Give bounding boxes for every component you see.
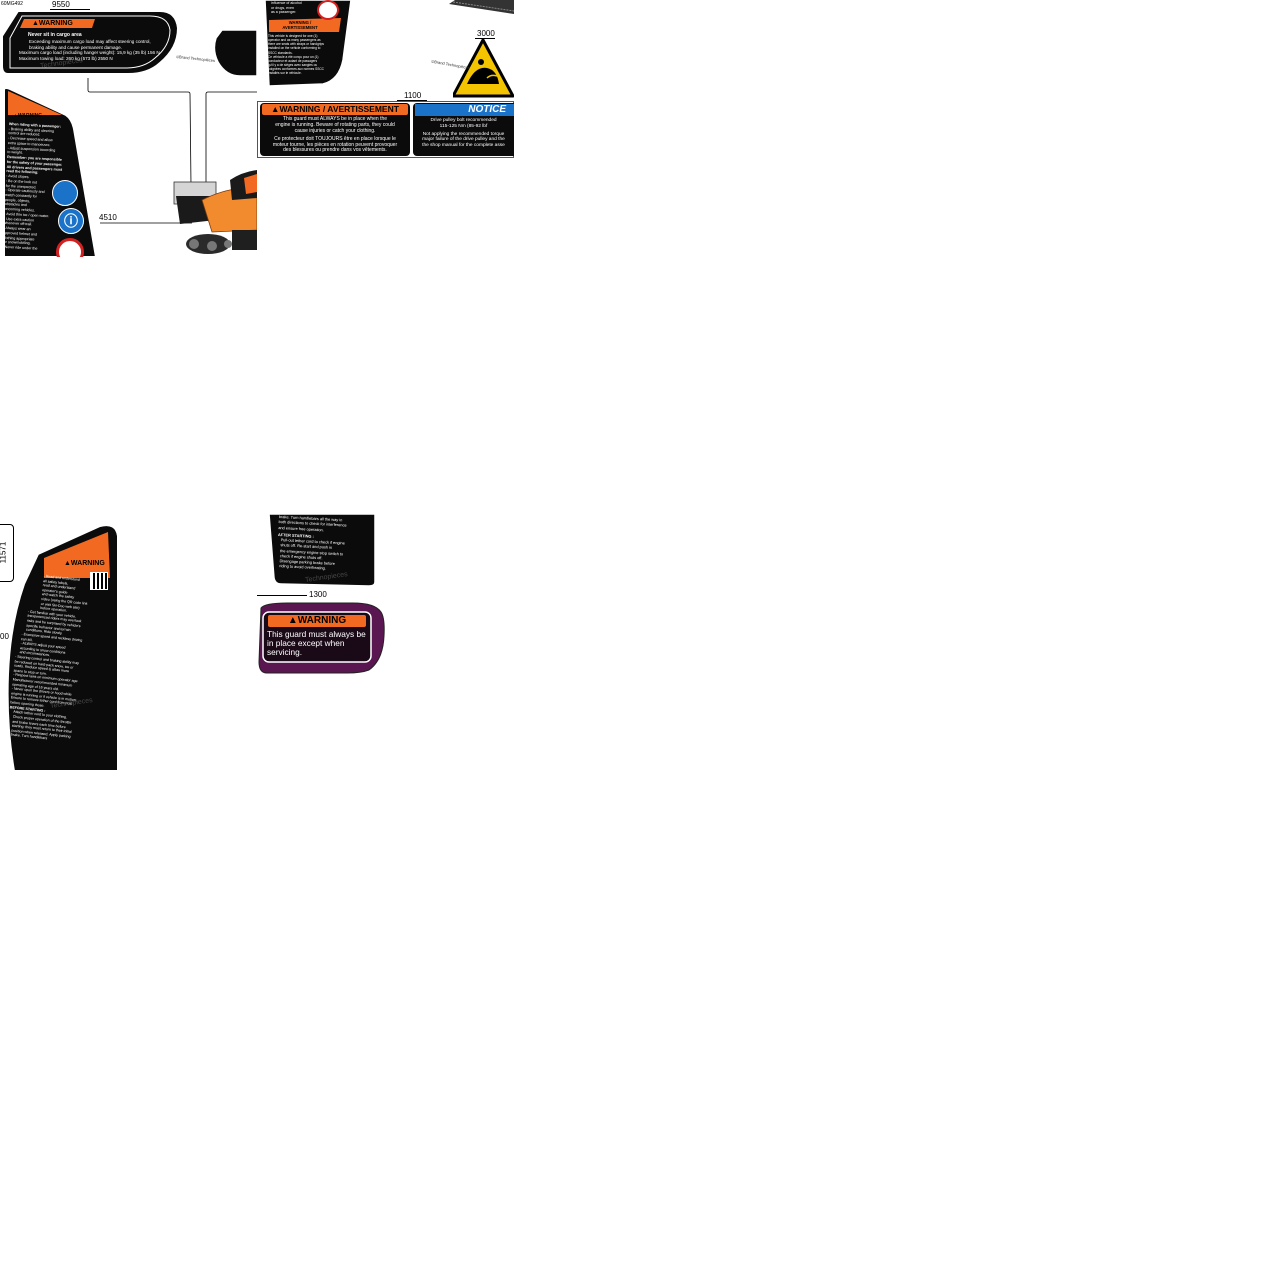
decal-passenger-body-line: SSCC standards. (268, 50, 293, 55)
decal-1100-text: This guard must ALWAYS be in place when … (260, 115, 410, 154)
figure-code: 60MG492 (1, 1, 23, 7)
decal-passenger-line: or drugs, even (271, 5, 294, 10)
decal-passenger-header: WARNING / AVERTISSEMENT (282, 20, 318, 30)
decal-9550-text: Exceeding maximum cargo load may affect … (19, 39, 169, 62)
decal-notice-line: Drive pulley bolt recommended (430, 118, 497, 123)
rotating-parts-hazard-icon (453, 38, 514, 98)
decal-passenger-body-line: there are seats with straps or handgrips (268, 42, 324, 47)
callout-3000: 3000 (477, 29, 495, 38)
decal-1100-line: Ce protecteur doit TOUJOURS être en plac… (274, 135, 396, 142)
decal-passenger-body: This vehicle is designed for one (1) ope… (268, 34, 340, 76)
callout-1300: 1300 (309, 590, 327, 599)
decal-partial-right (213, 29, 257, 77)
leader-lines (87, 78, 257, 224)
no-riding-icon (56, 238, 84, 257)
decal-1100-line: des blessures ou prendre dans vos vêteme… (283, 147, 387, 154)
leader-9550 (50, 9, 90, 10)
bystander-warning-icon (52, 180, 78, 206)
snowmobile-illustration (173, 170, 257, 254)
decal-1100-line: cause injuries or catch your clothing. (294, 127, 376, 134)
decal-9550-line: Maximum towing load: 260 kg (573 lb) 255… (19, 56, 113, 62)
decal-front-text: - Read and understand all safety labels,… (7, 572, 108, 746)
decal-passenger-body-line: This vehicle is designed for one (1) (268, 34, 318, 38)
leader-1100 (397, 100, 427, 101)
track-fragment (449, 0, 514, 14)
decal-9550-line: braking ability and cause permanent dama… (29, 44, 122, 50)
decal-notice-line: the shop manual for the complete asse (422, 143, 505, 148)
decal-passenger-shape (264, 0, 352, 87)
decal-1300-body: This guard must always be in place excep… (267, 629, 366, 658)
decal-1100: ▲WARNING / AVERTISSEMENT This guard must… (260, 103, 410, 156)
decal-9550-line: Exceeding maximum cargo load may affect … (29, 39, 151, 44)
decal-9550-shape (0, 10, 180, 75)
decal-front-header: ▲WARNING (64, 560, 105, 567)
callout-4510: 4510 (99, 213, 117, 222)
read-manual-icon: ⓘ (58, 208, 84, 234)
qr-code (90, 572, 108, 590)
decal-1100-line: moteur tourne, les pièces en rotation pe… (272, 141, 398, 148)
decal-9550-header: ▲WARNING (32, 20, 73, 27)
decal-4510-header: ▲WARNING (13, 113, 43, 119)
decal-9550-line: Maximum cargo load (including hanger wei… (19, 50, 160, 56)
leader-1300 (257, 595, 307, 596)
decal-passenger-line: as a passenger. (271, 10, 297, 15)
decal-after-shape (269, 514, 376, 587)
decal-passenger-body-line: operator and as many passengers as (268, 38, 321, 43)
callout-partial: 00 (0, 632, 9, 641)
decal-passenger-body-line: Ce véhicule a été conçu pour un (1) (268, 54, 319, 59)
decal-1300-header: ▲WARNING (268, 615, 366, 627)
no-passenger-icon (317, 0, 339, 20)
decal-1100-line: This guard must ALWAYS be in place when … (282, 116, 388, 122)
decal-notice-header: NOTICE (415, 104, 514, 116)
decal-passenger-body-line: poignées conformes aux normes SSCC (268, 67, 324, 72)
decal-notice-line: 115-125 Nm (85-92 lbf (439, 123, 488, 129)
decal-1100-header: ▲WARNING / AVERTISSEMENT (262, 104, 408, 115)
partial-frame-11571 (0, 524, 14, 582)
decal-notice-line: Not applying the recommended torque (422, 131, 505, 137)
decal-notice: NOTICE Drive pulley bolt recommended 115… (413, 103, 514, 156)
decal-notice-line: major failure of the drive pulley and th… (422, 137, 505, 143)
callout-1100: 1100 (404, 91, 422, 100)
decal-passenger-top-text: influence of alcohol or drugs, even as a… (271, 1, 302, 15)
decal-passenger-line: influence of alcohol (271, 1, 302, 5)
tile-top-left: 60MG492 9550 ▲WARNING Never sit in cargo… (0, 0, 257, 257)
decal-passenger-body-line: qu'il y a de sièges avec sangles ou (268, 63, 318, 68)
decal-after-text: brake. Turn handlebars all the way in bo… (276, 514, 365, 573)
tile-top-middle: influence of alcohol or drugs, even as a… (257, 0, 514, 257)
decal-passenger-body-line: conducteur et autant de passagers (268, 58, 318, 63)
leader-3000 (475, 38, 495, 39)
tile-middle-left: 11571 00 ▲WARNING - Read and understand … (0, 514, 118, 771)
callout-9550: 9550 (52, 0, 70, 9)
tile-middle: brake. Turn handlebars all the way in bo… (257, 514, 385, 674)
decal-notice-text: Drive pulley bolt recommended 115-125 Nm… (413, 116, 514, 149)
decal-1100-line: engine is running. Beware of rotating pa… (275, 121, 395, 128)
decal-9550-title: Never sit in cargo area (28, 32, 82, 38)
decal-passenger-body-line: installed on the vehicle conforming to (268, 46, 321, 51)
decal-passenger-body-line: installés sur le véhicule. (268, 71, 302, 76)
